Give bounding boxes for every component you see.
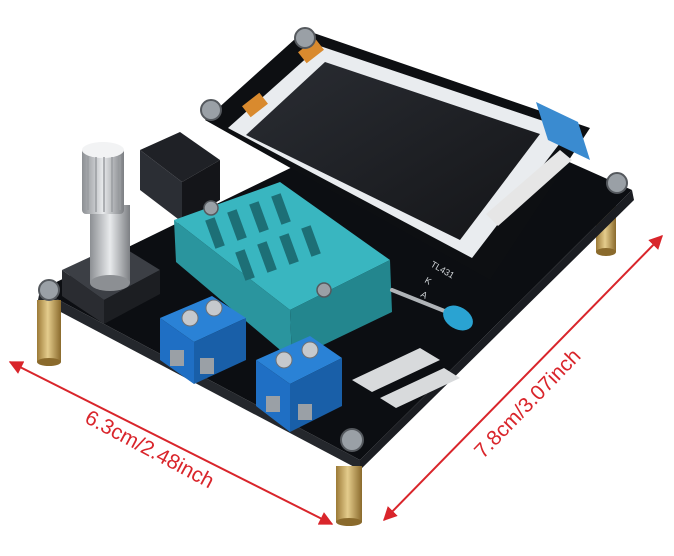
screw-head-icon [606, 172, 628, 194]
lcd-module [200, 27, 590, 280]
standoff-front-left [37, 279, 61, 366]
standoff-front-center [336, 428, 364, 526]
screw-head-icon [200, 99, 222, 121]
screw-head-icon [340, 428, 364, 452]
zif-socket [174, 182, 392, 360]
screw-terminal-icon [205, 299, 223, 317]
screw-terminal-icon [275, 351, 293, 369]
dc-power-jack [140, 132, 220, 222]
screw-terminal-icon [181, 309, 199, 327]
screw-head-icon [38, 279, 60, 301]
rotary-encoder-knob[interactable] [62, 142, 160, 324]
screw-head-icon [316, 282, 332, 298]
width-dimension-arrow [8, 361, 334, 525]
screw-terminal-icon [301, 341, 319, 359]
screw-head-icon [294, 27, 316, 49]
lcd-screen [246, 62, 540, 240]
length-dimension-arrow [383, 234, 663, 522]
screw-head-icon [203, 200, 219, 216]
